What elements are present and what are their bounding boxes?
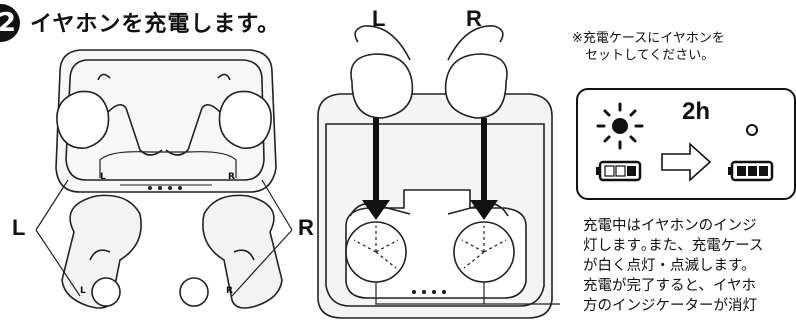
case-marking-left: L <box>100 172 106 182</box>
indicator-panel: 2h <box>576 88 796 200</box>
battery-charging-icon <box>596 162 640 180</box>
label-left-earbud: L <box>12 215 25 241</box>
label-left-top: L <box>372 6 385 32</box>
open-case-side-view <box>318 26 552 318</box>
setup-note: ※充電ケースにイヤホンを セットしてください。 <box>572 30 792 64</box>
charging-description: 充電中はイヤホンのインジ 灯します｡また、充電ケース が白く点灯・点滅します。 … <box>583 216 764 316</box>
arrow-right-icon <box>662 144 710 180</box>
label-right-top: R <box>466 6 482 32</box>
battery-full-icon <box>728 162 772 180</box>
earbud-pair-view <box>62 195 282 308</box>
earbud-marking-left: L <box>80 286 86 296</box>
case-top-view <box>56 50 276 192</box>
light-off-icon <box>747 125 757 135</box>
charge-duration: 2h <box>682 98 710 126</box>
earbud-marking-right: R <box>226 286 233 296</box>
label-right-earbud: R <box>298 215 314 241</box>
case-illustration <box>0 0 560 321</box>
case-marking-right: R <box>228 172 235 182</box>
blinking-light-icon <box>598 104 642 148</box>
